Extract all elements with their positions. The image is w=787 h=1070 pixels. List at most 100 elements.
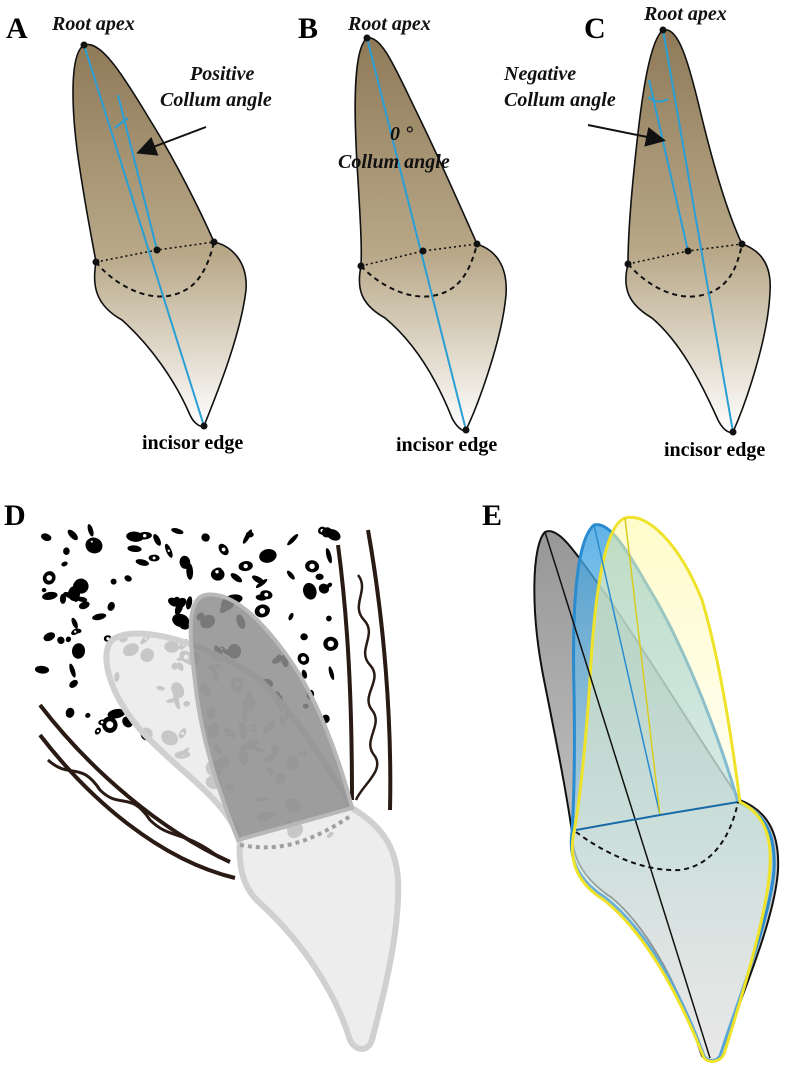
panel-e-axis-yellow (624, 517, 661, 816)
bone-pore-hole (90, 540, 93, 543)
bone-pore (110, 578, 117, 585)
bone-pore-hole (106, 721, 114, 729)
panel-e-yellow-tooth (570, 515, 772, 1063)
panel-a-long-axis (83, 44, 205, 427)
panel-a: A Root apex Positive Collum angle inciso… (6, 12, 272, 454)
bone-pore (179, 555, 191, 569)
panel-e-letter: E (482, 499, 502, 532)
panel-d-dark-root (188, 592, 355, 843)
panel-b-tooth (354, 34, 507, 434)
panel-a-pointer-arrow (136, 126, 207, 156)
bone-pore-hole (300, 656, 306, 662)
bone-pore (300, 633, 308, 641)
bone-pore (69, 663, 76, 678)
panel-c-angle-arc (647, 96, 669, 103)
bone-pore (92, 613, 107, 621)
bone-pore (326, 615, 332, 622)
bone-pore (67, 529, 78, 541)
bone-pore (107, 708, 126, 719)
bone-pore (201, 533, 210, 542)
panel-a-apex-point (80, 41, 88, 49)
bone-pore (78, 601, 90, 610)
panel-e-cej-line (575, 801, 739, 831)
panel-a-edge-point (200, 422, 208, 430)
panel-d-labial-line-2 (366, 529, 393, 811)
panel-b-long-axis (366, 37, 467, 431)
bone-pore (71, 643, 86, 659)
panel-c-cej-arc (627, 243, 743, 298)
bone-pore (301, 669, 308, 679)
panel-c-pointer-arrow (587, 124, 666, 147)
bone-pore-hole (221, 547, 226, 552)
panel-c-tooth (624, 26, 771, 436)
panel-c-apex-point (659, 26, 667, 34)
bone-pore (107, 601, 115, 611)
bone-pore (171, 528, 184, 535)
panel-c-incisor-edge-label: incisor edge (664, 439, 765, 461)
bone-pore (326, 582, 333, 588)
bone-pore (172, 613, 190, 628)
bone-pore-hole (243, 563, 248, 569)
bone-pore (85, 712, 91, 718)
panel-d-wavy-line (46, 758, 221, 860)
panel-d: D (4, 499, 402, 1052)
panel-b-cej-arc (360, 243, 478, 298)
bone-pore-hole (74, 630, 77, 633)
bone-pore-hole (264, 592, 269, 597)
bone-pore-hole (143, 534, 147, 538)
bone-pore (76, 596, 88, 602)
panel-b-tooth-outline (354, 37, 507, 432)
bone-pore (230, 573, 243, 583)
panel-a-root-apex-label: Root apex (51, 13, 135, 35)
panel-b-root-apex-label: Root apex (347, 13, 431, 35)
bone-pore (315, 573, 324, 581)
bone-pore (69, 679, 78, 688)
panel-a-angle-arc (114, 117, 129, 129)
panel-a-angle-label-line1: Positive (189, 63, 255, 85)
bone-pore (61, 561, 68, 567)
bone-pore-hole (152, 556, 156, 560)
bone-pore-hole (327, 640, 334, 647)
bone-pore (40, 533, 52, 542)
panel-d-cej-dashed (239, 813, 354, 850)
panel-d-labial-wavy (354, 574, 379, 801)
bone-pore (57, 636, 65, 645)
panel-c-long-axis (662, 29, 734, 433)
panel-b-edge-point (462, 426, 470, 434)
panel-c-root-axis (648, 79, 689, 252)
panel-e-axis-blue (593, 524, 661, 816)
panel-c-angle-label-line1: Negative (503, 63, 576, 85)
panel-c-cej-point-right (738, 240, 746, 248)
panel-a-letter: A (6, 12, 28, 45)
bone-pore-hole (259, 608, 266, 614)
bone-pore (63, 547, 70, 555)
panel-c-cej-point-left (624, 260, 632, 268)
bone-pore (185, 596, 193, 610)
bone-pore-hole (215, 570, 219, 574)
panel-b-apex-point (363, 34, 371, 42)
panel-b-cej-point-mid (419, 247, 427, 255)
panel-d-cortical-line-2 (38, 733, 236, 880)
bone-pore-hole (96, 729, 100, 733)
bone-pore (326, 528, 341, 541)
bone-pore (288, 612, 294, 621)
bone-pore-hole (46, 575, 52, 581)
bone-pore (124, 575, 132, 582)
panel-a-tooth-outline (72, 43, 247, 428)
bone-pore-hole (167, 549, 170, 552)
panel-a-cej-line (95, 241, 215, 263)
panel-b-cej-point-right (473, 240, 481, 248)
panel-c: C Root apex Negative Collum angle inciso… (503, 3, 771, 461)
bone-pore (259, 548, 277, 563)
panel-d-cortical-line-1 (38, 703, 231, 864)
bone-pore (43, 632, 56, 642)
bone-pore (73, 594, 79, 602)
bone-pore (34, 665, 50, 674)
panel-e-axis-gray (544, 531, 711, 1059)
bone-pore (255, 594, 267, 601)
bone-pore-hole (106, 637, 110, 641)
panel-b-letter: B (298, 12, 318, 45)
panel-a-cej-point-right (210, 238, 218, 246)
bone-pore (318, 583, 330, 594)
